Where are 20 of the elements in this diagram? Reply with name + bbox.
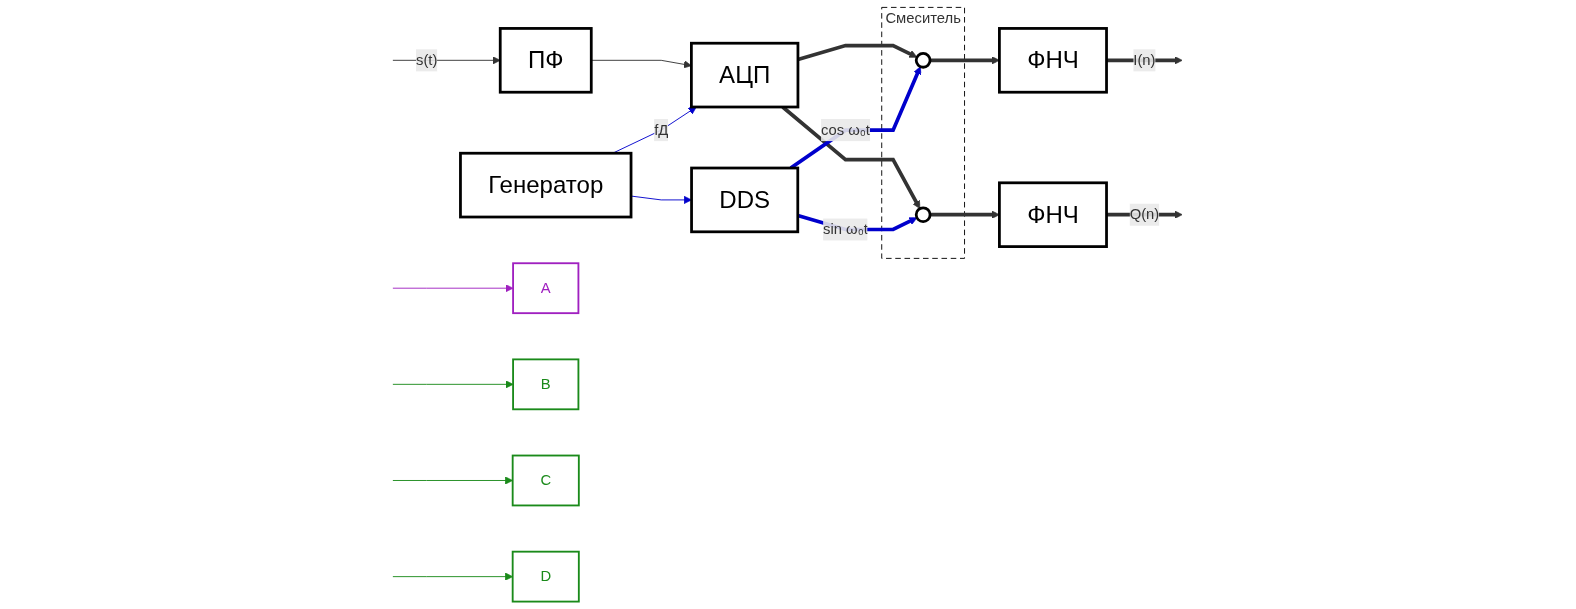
edge-label: cos ω₀t xyxy=(821,121,871,138)
node-box: B xyxy=(512,358,580,411)
node-circle xyxy=(915,206,932,224)
edge-label: Q(n) xyxy=(1130,206,1160,223)
node-box: ФНЧ xyxy=(998,181,1109,248)
edge-label: I(n) xyxy=(1133,52,1156,68)
node-box: D xyxy=(512,550,581,603)
node-box: C xyxy=(512,454,581,507)
cluster: Смеситель xyxy=(881,6,966,259)
node-box: A xyxy=(512,262,580,315)
node-box: Генератор xyxy=(459,151,633,219)
edge-label: s(t) xyxy=(416,52,438,68)
node-box: ФНЧ xyxy=(998,27,1109,94)
edge-label: sin ω₀t xyxy=(823,221,869,237)
node-box: DDS xyxy=(690,166,800,234)
node-box: ПФ xyxy=(499,27,594,94)
node-circle xyxy=(915,52,932,69)
arrow xyxy=(1106,56,1184,65)
edge-label: fД xyxy=(654,121,669,138)
node-box: АЦП xyxy=(690,41,800,109)
